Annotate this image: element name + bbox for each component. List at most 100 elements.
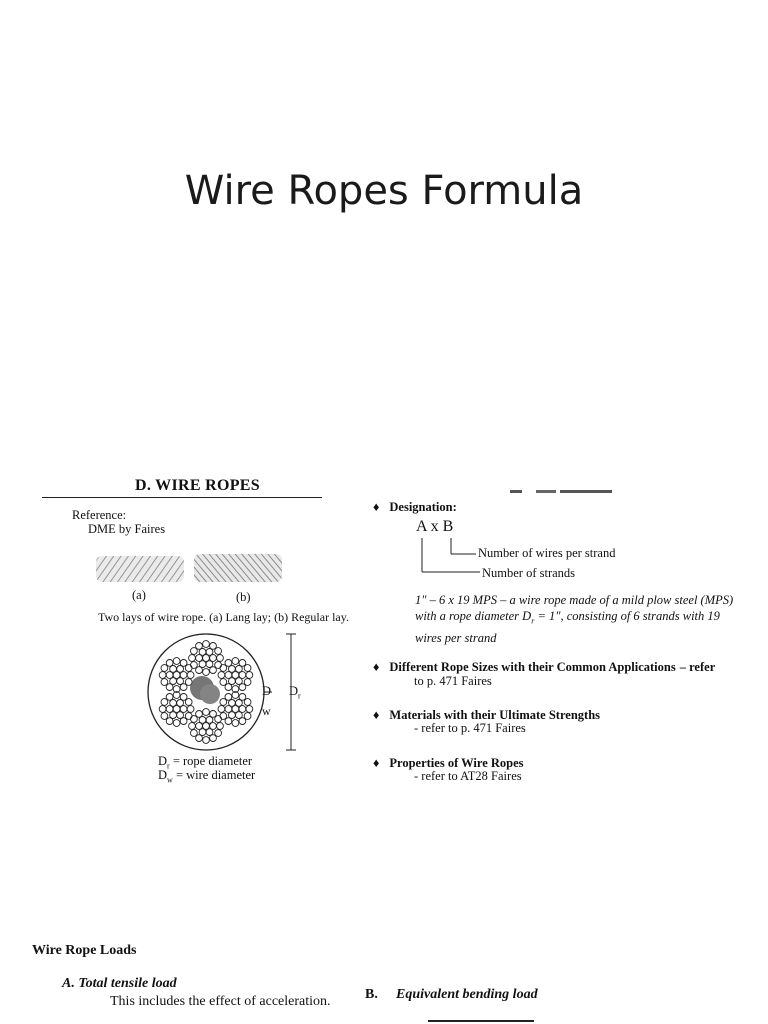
wire-circle	[195, 722, 203, 730]
designation-row: ♦ Designation:	[373, 498, 457, 516]
wire-circle	[158, 705, 167, 713]
wire-circle	[179, 693, 188, 701]
wire-circle	[224, 717, 233, 725]
wire-circle	[165, 717, 174, 725]
wire-circle	[238, 693, 247, 701]
wire-circle	[224, 683, 233, 691]
wire-circle	[179, 717, 188, 725]
wire-circle	[243, 712, 252, 720]
wire-circle	[165, 705, 174, 713]
dimension-w-label: w	[262, 704, 271, 718]
figure-b-label: (b)	[236, 590, 251, 604]
wire-circle	[209, 642, 217, 650]
wire-circle	[198, 660, 207, 668]
wire-circle	[209, 734, 217, 742]
wire-circle	[231, 691, 240, 699]
wire-circle	[231, 719, 240, 727]
wire-circle	[160, 664, 169, 672]
rope-sizes-bullet: ♦ Different Rope Sizes with their Common…	[373, 660, 716, 674]
figure-a-label: (a)	[132, 588, 146, 602]
bullet-diamond-icon: ♦	[373, 500, 380, 514]
wire-circle	[219, 698, 228, 706]
wire-circle	[238, 671, 247, 679]
wire-circle	[195, 734, 203, 742]
wire-circle	[179, 705, 188, 713]
wire-circle	[176, 699, 184, 707]
wire-circle	[179, 671, 188, 679]
designation-brackets	[421, 538, 480, 573]
properties-bullet: ♦ Properties of Wire Ropes	[373, 756, 524, 770]
wire-circle	[165, 683, 174, 691]
wire-circle	[243, 698, 252, 706]
legend-wire-diameter: Dw = wire diameter	[158, 768, 256, 785]
wire-circle	[179, 659, 188, 667]
wire-circle	[205, 648, 214, 656]
wire-circle	[228, 677, 236, 685]
rope-cross-section-diagram	[147, 633, 296, 751]
wire-circle	[172, 685, 181, 693]
wire-circle	[202, 708, 210, 716]
properties-ref: - refer to AT28 Faires	[414, 769, 522, 783]
designation-label: Designation:	[389, 500, 457, 514]
designation-formula: A x B	[416, 518, 454, 535]
total-tensile-load-label: A. Total tensile load	[62, 976, 177, 991]
wire-circle	[243, 678, 252, 686]
wire-circle	[169, 677, 177, 685]
wire-circle	[231, 657, 240, 665]
wire-circle	[160, 678, 169, 686]
wire-circle	[202, 640, 210, 648]
wire-circle	[160, 712, 169, 720]
wire-circle	[219, 712, 228, 720]
wire-circle	[195, 654, 203, 662]
wire-circle	[172, 657, 181, 665]
wire-circle	[190, 661, 198, 669]
wire-circle	[172, 691, 181, 699]
bullet-diamond-icon: ♦	[373, 756, 380, 770]
designation-example: 1" – 6 x 19 MPS – a wire rope made of a …	[415, 593, 734, 645]
dimension-d-label: D	[262, 684, 272, 698]
wire-circle	[231, 685, 240, 693]
wire-circle	[202, 736, 210, 744]
wire-circle	[195, 710, 203, 718]
wire-circle	[209, 666, 217, 674]
equivalent-bending-letter: B.	[365, 987, 378, 1002]
wire-circle	[172, 719, 181, 727]
cropped-underline	[428, 1020, 534, 1022]
wire-circle	[231, 671, 240, 679]
reference-label: Reference:	[72, 508, 127, 522]
wire-circle	[188, 722, 196, 730]
wire-circle	[195, 666, 203, 674]
wire-circle	[209, 710, 217, 718]
heading-rule	[42, 497, 322, 498]
wire-circle	[217, 671, 226, 679]
wire-circle	[238, 659, 247, 667]
materials-ref: - refer to p. 471 Faires	[414, 721, 526, 735]
wire-circle	[217, 705, 226, 713]
wire-circle	[184, 712, 193, 720]
wire-circle	[186, 705, 195, 713]
wire-circle	[172, 705, 181, 713]
wire-circle	[160, 698, 169, 706]
regular-lay-rope-image	[194, 554, 282, 582]
wire-circle	[238, 717, 247, 725]
section-heading: D. WIRE ROPES	[135, 477, 260, 494]
wire-circle	[216, 722, 224, 730]
bullet-diamond-icon: ♦	[373, 660, 380, 674]
lay-caption: Two lays of wire rope. (a) Lang lay; (b)…	[98, 610, 349, 624]
wire-circle	[202, 722, 210, 730]
wire-circle	[224, 693, 233, 701]
wire-circle	[169, 711, 177, 719]
dimension-dr-label: Dr	[289, 684, 301, 701]
wire-circle	[235, 665, 243, 673]
page-title: Wire Ropes Formula	[184, 168, 584, 214]
wire-circle	[176, 665, 184, 673]
wire-circle	[165, 671, 174, 679]
wire-circle	[172, 671, 181, 679]
wire-circle	[184, 698, 193, 706]
cropped-scan-text	[510, 490, 612, 493]
wire-circle	[198, 728, 207, 736]
wire-circle	[238, 705, 247, 713]
wire-circle	[190, 647, 198, 655]
wires-per-strand-label: Number of wires per strand	[478, 546, 616, 560]
